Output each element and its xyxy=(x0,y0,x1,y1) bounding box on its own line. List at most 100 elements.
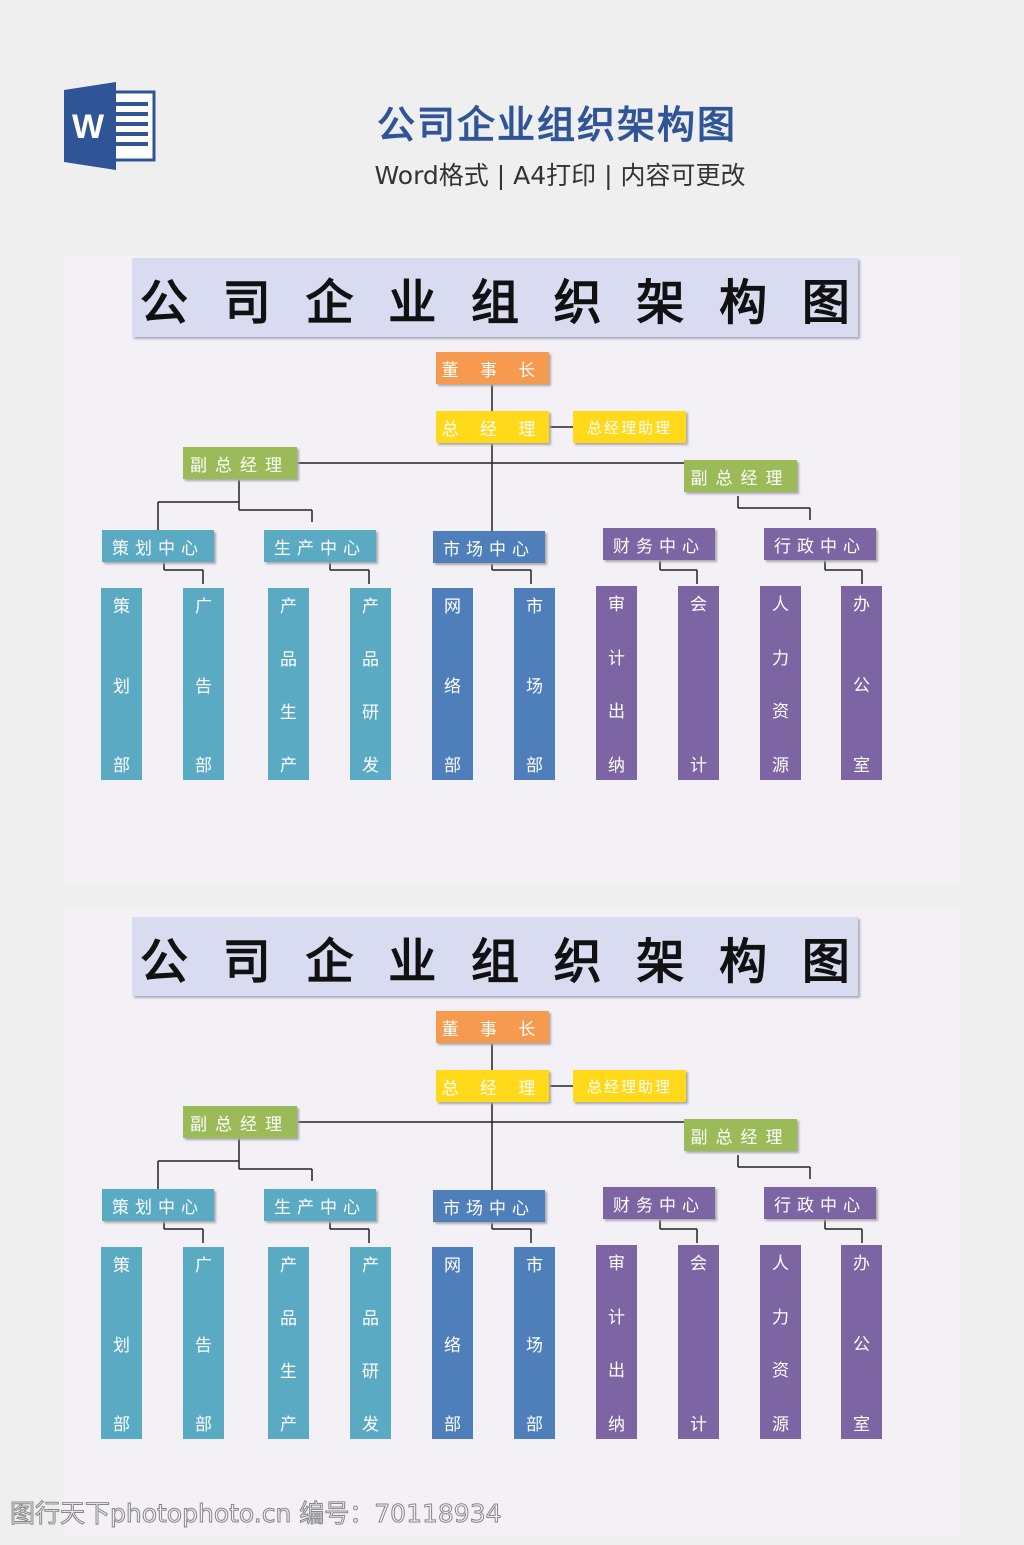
department-char: 场 xyxy=(526,676,543,697)
department-char: 部 xyxy=(113,1415,130,1435)
department-char: 品 xyxy=(362,650,379,670)
banner-char: 司 xyxy=(222,274,271,331)
center-box: 生产中心 xyxy=(264,530,376,562)
center-box: 行政中心 xyxy=(764,528,876,560)
department-column: 广告部 xyxy=(183,588,224,780)
department-char: 部 xyxy=(526,1415,543,1435)
department-char: 产 xyxy=(280,756,297,776)
department-char: 网 xyxy=(444,1256,461,1276)
chart-title-banner: 公司企业组织架构图 xyxy=(132,917,858,996)
center-box: 策划中心 xyxy=(102,1189,214,1221)
banner-char: 企 xyxy=(305,274,354,331)
word-logo-icon: W xyxy=(64,82,156,170)
svg-text:W: W xyxy=(72,108,105,146)
department-char: 场 xyxy=(526,1335,543,1356)
center-box: 市场中心 xyxy=(433,531,545,563)
banner-char: 构 xyxy=(719,933,768,990)
department-column: 市场部 xyxy=(514,588,555,780)
department-char: 室 xyxy=(853,1415,870,1435)
department-char: 资 xyxy=(772,1361,789,1382)
department-char: 划 xyxy=(113,676,130,697)
department-char: 部 xyxy=(113,756,130,776)
banner-char: 织 xyxy=(553,274,602,331)
department-column: 策划部 xyxy=(101,1247,142,1439)
center-box: 行政中心 xyxy=(764,1187,876,1219)
center-box: 策划中心 xyxy=(102,530,214,562)
department-char: 划 xyxy=(113,1335,130,1356)
department-column: 产品研发 xyxy=(350,588,391,780)
department-char: 产 xyxy=(280,1415,297,1435)
department-char: 人 xyxy=(772,595,789,615)
banner-char: 图 xyxy=(801,274,850,331)
chairman-box: 董 事 长 xyxy=(436,352,549,384)
org-chart-2: 公司企业组织架构图董 事 长总 经 理总经理助理副总经理副总经理策划中心生产中心… xyxy=(0,915,1024,1545)
department-char: 网 xyxy=(444,597,461,617)
department-char: 产 xyxy=(362,597,379,617)
department-char: 资 xyxy=(772,702,789,723)
banner-char: 构 xyxy=(719,274,768,331)
department-char: 络 xyxy=(444,1335,461,1356)
department-column: 审计出纳 xyxy=(596,1245,637,1439)
department-column: 审计出纳 xyxy=(596,586,637,780)
department-char: 市 xyxy=(526,597,543,617)
department-char: 部 xyxy=(444,756,461,776)
page-subtitle: Word格式 | A4打印 | 内容可更改 xyxy=(374,161,746,190)
department-char: 络 xyxy=(444,676,461,697)
department-char: 审 xyxy=(608,1254,625,1274)
department-char: 告 xyxy=(195,676,212,697)
connector-lines xyxy=(157,1043,863,1243)
department-char: 源 xyxy=(772,755,789,776)
department-char: 研 xyxy=(362,703,379,723)
department-column: 产品研发 xyxy=(350,1247,391,1439)
banner-char: 业 xyxy=(388,274,437,331)
banner-char: 企 xyxy=(305,933,354,990)
department-char: 部 xyxy=(195,1415,212,1435)
department-char: 发 xyxy=(362,1415,379,1435)
department-char: 源 xyxy=(772,1414,789,1435)
department-char: 出 xyxy=(608,1361,625,1382)
department-char: 计 xyxy=(608,1307,625,1328)
department-char: 力 xyxy=(772,648,789,669)
department-char: 广 xyxy=(195,597,212,617)
department-char: 市 xyxy=(526,1256,543,1276)
department-char: 发 xyxy=(362,756,379,776)
banner-char: 公 xyxy=(140,933,189,990)
department-char: 产 xyxy=(280,597,297,617)
department-char: 产 xyxy=(280,1256,297,1276)
department-char: 生 xyxy=(280,1362,297,1382)
department-column: 网络部 xyxy=(432,1247,473,1439)
vice-gm-right-box: 副总经理 xyxy=(684,460,797,492)
department-column: 会计 xyxy=(678,1245,719,1439)
department-char: 生 xyxy=(280,703,297,723)
department-column: 市场部 xyxy=(514,1247,555,1439)
banner-char: 组 xyxy=(470,933,519,990)
department-column: 人力资源 xyxy=(760,1245,801,1439)
general-manager-box: 总 经 理 xyxy=(436,1070,549,1102)
banner-char: 架 xyxy=(636,933,685,990)
department-char: 人 xyxy=(772,1254,789,1274)
department-column: 广告部 xyxy=(183,1247,224,1439)
department-column: 办公室 xyxy=(841,1245,882,1439)
department-char: 审 xyxy=(608,595,625,615)
banner-char: 业 xyxy=(388,933,437,990)
banner-char: 架 xyxy=(636,274,685,331)
department-column: 产品生产 xyxy=(268,588,309,780)
department-char: 部 xyxy=(195,756,212,776)
center-box: 财务中心 xyxy=(603,528,715,560)
chairman-box: 董 事 长 xyxy=(436,1011,549,1043)
department-char: 策 xyxy=(113,1256,130,1276)
banner-char: 图 xyxy=(801,933,850,990)
department-char: 办 xyxy=(853,1254,870,1274)
department-char: 公 xyxy=(853,675,870,696)
department-column: 人力资源 xyxy=(760,586,801,780)
department-char: 品 xyxy=(362,1309,379,1329)
department-char: 会 xyxy=(690,1254,707,1274)
department-column: 策划部 xyxy=(101,588,142,780)
department-char: 出 xyxy=(608,702,625,723)
watermark: 图行天下photophoto.cn 编号：70118934 xyxy=(10,1499,503,1529)
banner-char: 组 xyxy=(470,274,519,331)
department-char: 品 xyxy=(280,650,297,670)
department-char: 策 xyxy=(113,597,130,617)
chart-title-banner: 公司企业组织架构图 xyxy=(132,258,858,337)
connector-lines xyxy=(157,384,863,584)
